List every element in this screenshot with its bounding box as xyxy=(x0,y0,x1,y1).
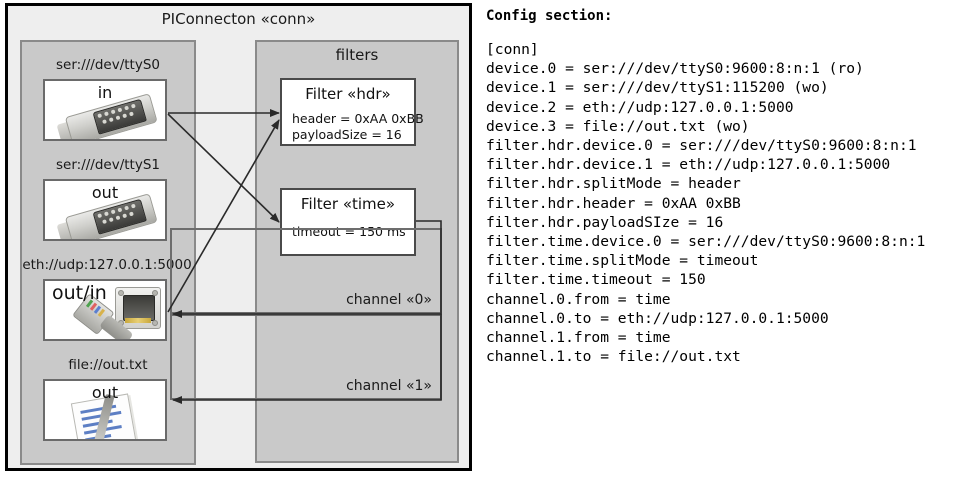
device-box-ttyS0[interactable]: in xyxy=(43,79,167,141)
filter-title-hdr: Filter «hdr» xyxy=(305,85,391,103)
channel-label-1: channel «1» xyxy=(346,378,432,394)
device-label-file: file://out.txt xyxy=(68,357,148,373)
device-label-ttyS0: ser:///dev/ttyS0 xyxy=(56,57,160,73)
architecture-diagram: PIConnecton «conn» ser:///dev/ttyS0 in s… xyxy=(0,0,478,484)
device-box-ttyS1[interactable]: out xyxy=(43,179,167,241)
device-direction-eth: out/in xyxy=(52,282,107,304)
config-text: [conn] device.0 = ser:///dev/ttyS0:9600:… xyxy=(486,41,926,366)
channel-label-0: channel «0» xyxy=(346,292,432,308)
device-label-ttyS1: ser:///dev/ttyS1 xyxy=(56,157,160,173)
device-direction-ttyS1: out xyxy=(91,183,119,202)
filter-card-hdr[interactable]: Filter «hdr» header = 0xAA 0xBB payloadS… xyxy=(280,78,424,146)
device-label-eth: eth://udp:127.0.0.1:5000 xyxy=(22,257,192,273)
filter-title-time: Filter «time» xyxy=(300,195,396,213)
device-direction-ttyS0: in xyxy=(97,83,113,102)
ethernet-jack-icon xyxy=(115,287,161,329)
config-heading: Config section: xyxy=(486,8,613,24)
filter-prop-hdr-header: header = 0xAA 0xBB xyxy=(292,111,424,126)
filter-prop-hdr-payloadsize: payloadSize = 16 xyxy=(292,127,402,142)
device-box-file[interactable]: out xyxy=(43,379,167,441)
piconnector-title: PIConnecton «conn» xyxy=(161,10,316,28)
config-section: Config section: [conn] device.0 = ser://… xyxy=(482,0,964,484)
device-direction-file: out xyxy=(91,383,119,402)
filters-panel-title: filters xyxy=(335,46,379,64)
device-box-eth[interactable]: out/in xyxy=(43,279,167,341)
